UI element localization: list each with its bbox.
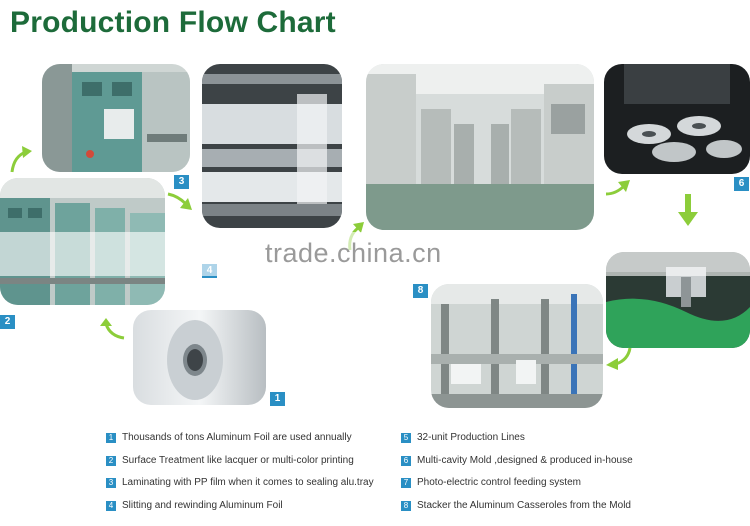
step-badge-6: 6 (734, 177, 749, 191)
photo-multi-cavity-mold (604, 64, 750, 174)
legend-label-3: Laminating with PP film when it comes to… (122, 477, 374, 488)
legend-number-7: 7 (401, 477, 411, 488)
legend-label-5: 32-unit Production Lines (417, 432, 525, 443)
photo-laminating-machine (42, 64, 190, 172)
legend-number-2: 2 (106, 455, 116, 466)
legend-item-3: 3 Laminating with PP film when it comes t… (106, 477, 374, 488)
legend-item-5: 5 32-unit Production Lines (401, 432, 525, 443)
legend-label-8: Stacker the Aluminum Casseroles from the… (417, 500, 631, 511)
legend-item-6: 6 Multi-cavity Mold ,designed & produced … (401, 455, 633, 466)
arrow-7-to-8-icon (606, 347, 632, 370)
legend-label-4: Slitting and rewinding Aluminum Foil (122, 500, 283, 511)
step-badge-8: 8 (413, 284, 428, 298)
photo-aluminum-foil-roll (133, 310, 266, 405)
photo-stacker (431, 284, 603, 408)
arrow-5-to-6-icon (605, 180, 630, 196)
step-badge-3: 3 (174, 175, 189, 189)
arrow-1-to-2-icon (100, 318, 125, 340)
legend-item-1: 1 Thousands of tons Aluminum Foil are use… (106, 432, 352, 443)
photo-production-lines (366, 64, 594, 230)
legend-label-1: Thousands of tons Aluminum Foil are used… (122, 432, 352, 443)
legend-label-2: Surface Treatment like lacquer or multi-… (122, 455, 354, 466)
arrow-6-to-7-icon (678, 194, 698, 226)
watermark-text: trade.china.cn (265, 238, 442, 268)
legend-item-2: 2 Surface Treatment like lacquer or multi… (106, 455, 354, 466)
legend-number-1: 1 (106, 432, 116, 443)
legend-number-5: 5 (401, 432, 411, 443)
legend-number-8: 8 (401, 500, 411, 511)
legend-number-4: 4 (106, 500, 116, 511)
legend-label-6: Multi-cavity Mold ,designed & produced i… (417, 455, 633, 466)
photo-slitting-rewinding (202, 64, 342, 228)
step-badge-2: 2 (0, 315, 15, 329)
legend-number-6: 6 (401, 455, 411, 466)
page-title: Production Flow Chart (10, 6, 336, 39)
legend-item-7: 7 Photo-electric control feeding system (401, 477, 581, 488)
legend-number-3: 3 (106, 477, 116, 488)
step-badge-1: 1 (270, 392, 285, 406)
legend-item-8: 8 Stacker the Aluminum Casseroles from th… (401, 500, 631, 511)
arrow-2-to-3-icon (10, 146, 32, 173)
arrow-3-to-4-icon (167, 192, 192, 210)
legend-label-7: Photo-electric control feeding system (417, 477, 581, 488)
watermark-band: trade.china.cn (0, 232, 750, 276)
legend-item-4: 4 Slitting and rewinding Aluminum Foil (106, 500, 283, 511)
